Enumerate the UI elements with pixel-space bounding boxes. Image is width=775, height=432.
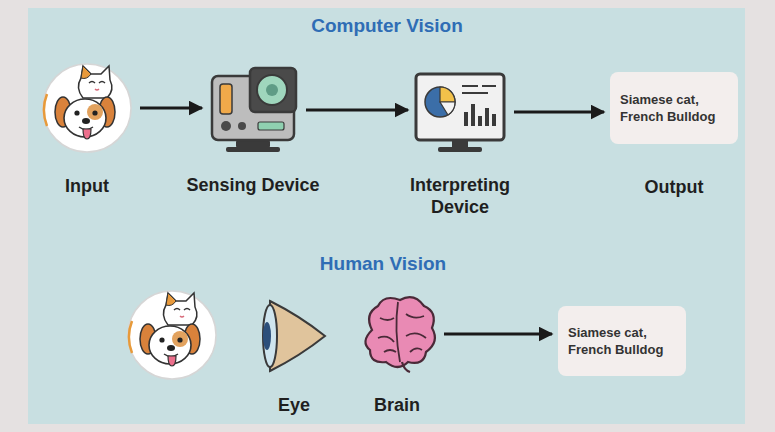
eye-node: Eye xyxy=(262,300,326,370)
pet-illustration xyxy=(128,291,216,379)
panel-ground xyxy=(28,8,745,424)
monitor-icon xyxy=(416,74,504,152)
flow-arrow xyxy=(514,111,604,114)
brain-node: Brain xyxy=(358,298,436,370)
node-label: Interpreting Device xyxy=(395,174,525,218)
pet-illustration xyxy=(43,64,131,152)
interpreting-device-node: Interpreting Device xyxy=(414,72,506,152)
node-label: Eye xyxy=(278,394,310,416)
flow-arrow xyxy=(140,107,202,110)
flow-arrow xyxy=(444,333,552,336)
node-label: Sensing Device xyxy=(186,174,319,196)
node-label: Brain xyxy=(374,394,420,416)
node-label: Output xyxy=(645,176,704,198)
brain-icon xyxy=(365,297,434,372)
box-text: Siamese cat, French Bulldog xyxy=(620,91,728,125)
flow-arrow xyxy=(306,109,408,112)
box-text: Siamese cat, French Bulldog xyxy=(568,324,676,358)
input-node: Input xyxy=(42,63,132,153)
camera-icon xyxy=(212,68,296,152)
section-heading: Human Vision xyxy=(320,252,446,276)
output-box: Siamese cat, French BulldogOutput xyxy=(610,72,738,144)
node-label: Input xyxy=(65,175,109,197)
eye-icon xyxy=(263,301,325,371)
output-box: Siamese cat, French Bulldog xyxy=(558,306,686,376)
section-heading: Computer Vision xyxy=(311,14,463,38)
sensing-device-node: Sensing Device xyxy=(208,66,298,154)
